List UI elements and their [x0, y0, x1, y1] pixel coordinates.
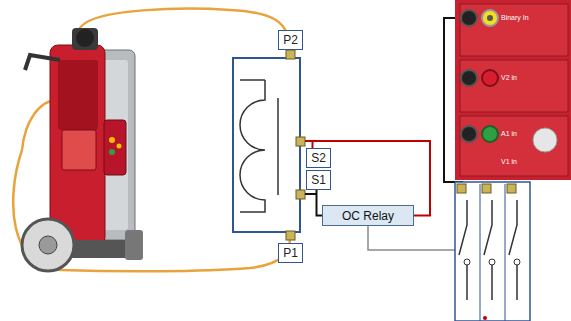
breaker-contact [459, 200, 467, 300]
breaker-pivot [489, 259, 495, 265]
test-set-panel [455, 0, 571, 180]
current-injection-set [22, 28, 143, 271]
node-text: P2 [283, 33, 298, 47]
test-cable [78, 9, 290, 50]
terminal-dot [483, 316, 487, 320]
breaker-contact [509, 200, 517, 300]
current-transformer [233, 50, 305, 240]
terminal-label: S1 [306, 170, 331, 190]
node-text: S1 [311, 173, 326, 187]
terminal-label: P1 [278, 243, 303, 263]
breaker-pivot [514, 259, 520, 265]
panel-label: V1 in [501, 158, 517, 165]
terminal-label: P2 [278, 30, 303, 50]
node-text: P1 [283, 246, 298, 260]
breaker-pivot [464, 259, 470, 265]
terminal-label: S2 [306, 148, 331, 168]
panel-label: Binary In [501, 14, 529, 21]
relay-box: OC Relay [322, 205, 414, 226]
trip-wire [368, 226, 458, 250]
node-text: S2 [311, 151, 326, 165]
circuit-breakers [455, 182, 530, 321]
panel-label: A1 in [501, 130, 517, 137]
node-text: OC Relay [342, 209, 394, 223]
black-wire [305, 193, 316, 195]
breaker-contact [484, 200, 492, 300]
panel-label: V2 in [501, 74, 517, 81]
